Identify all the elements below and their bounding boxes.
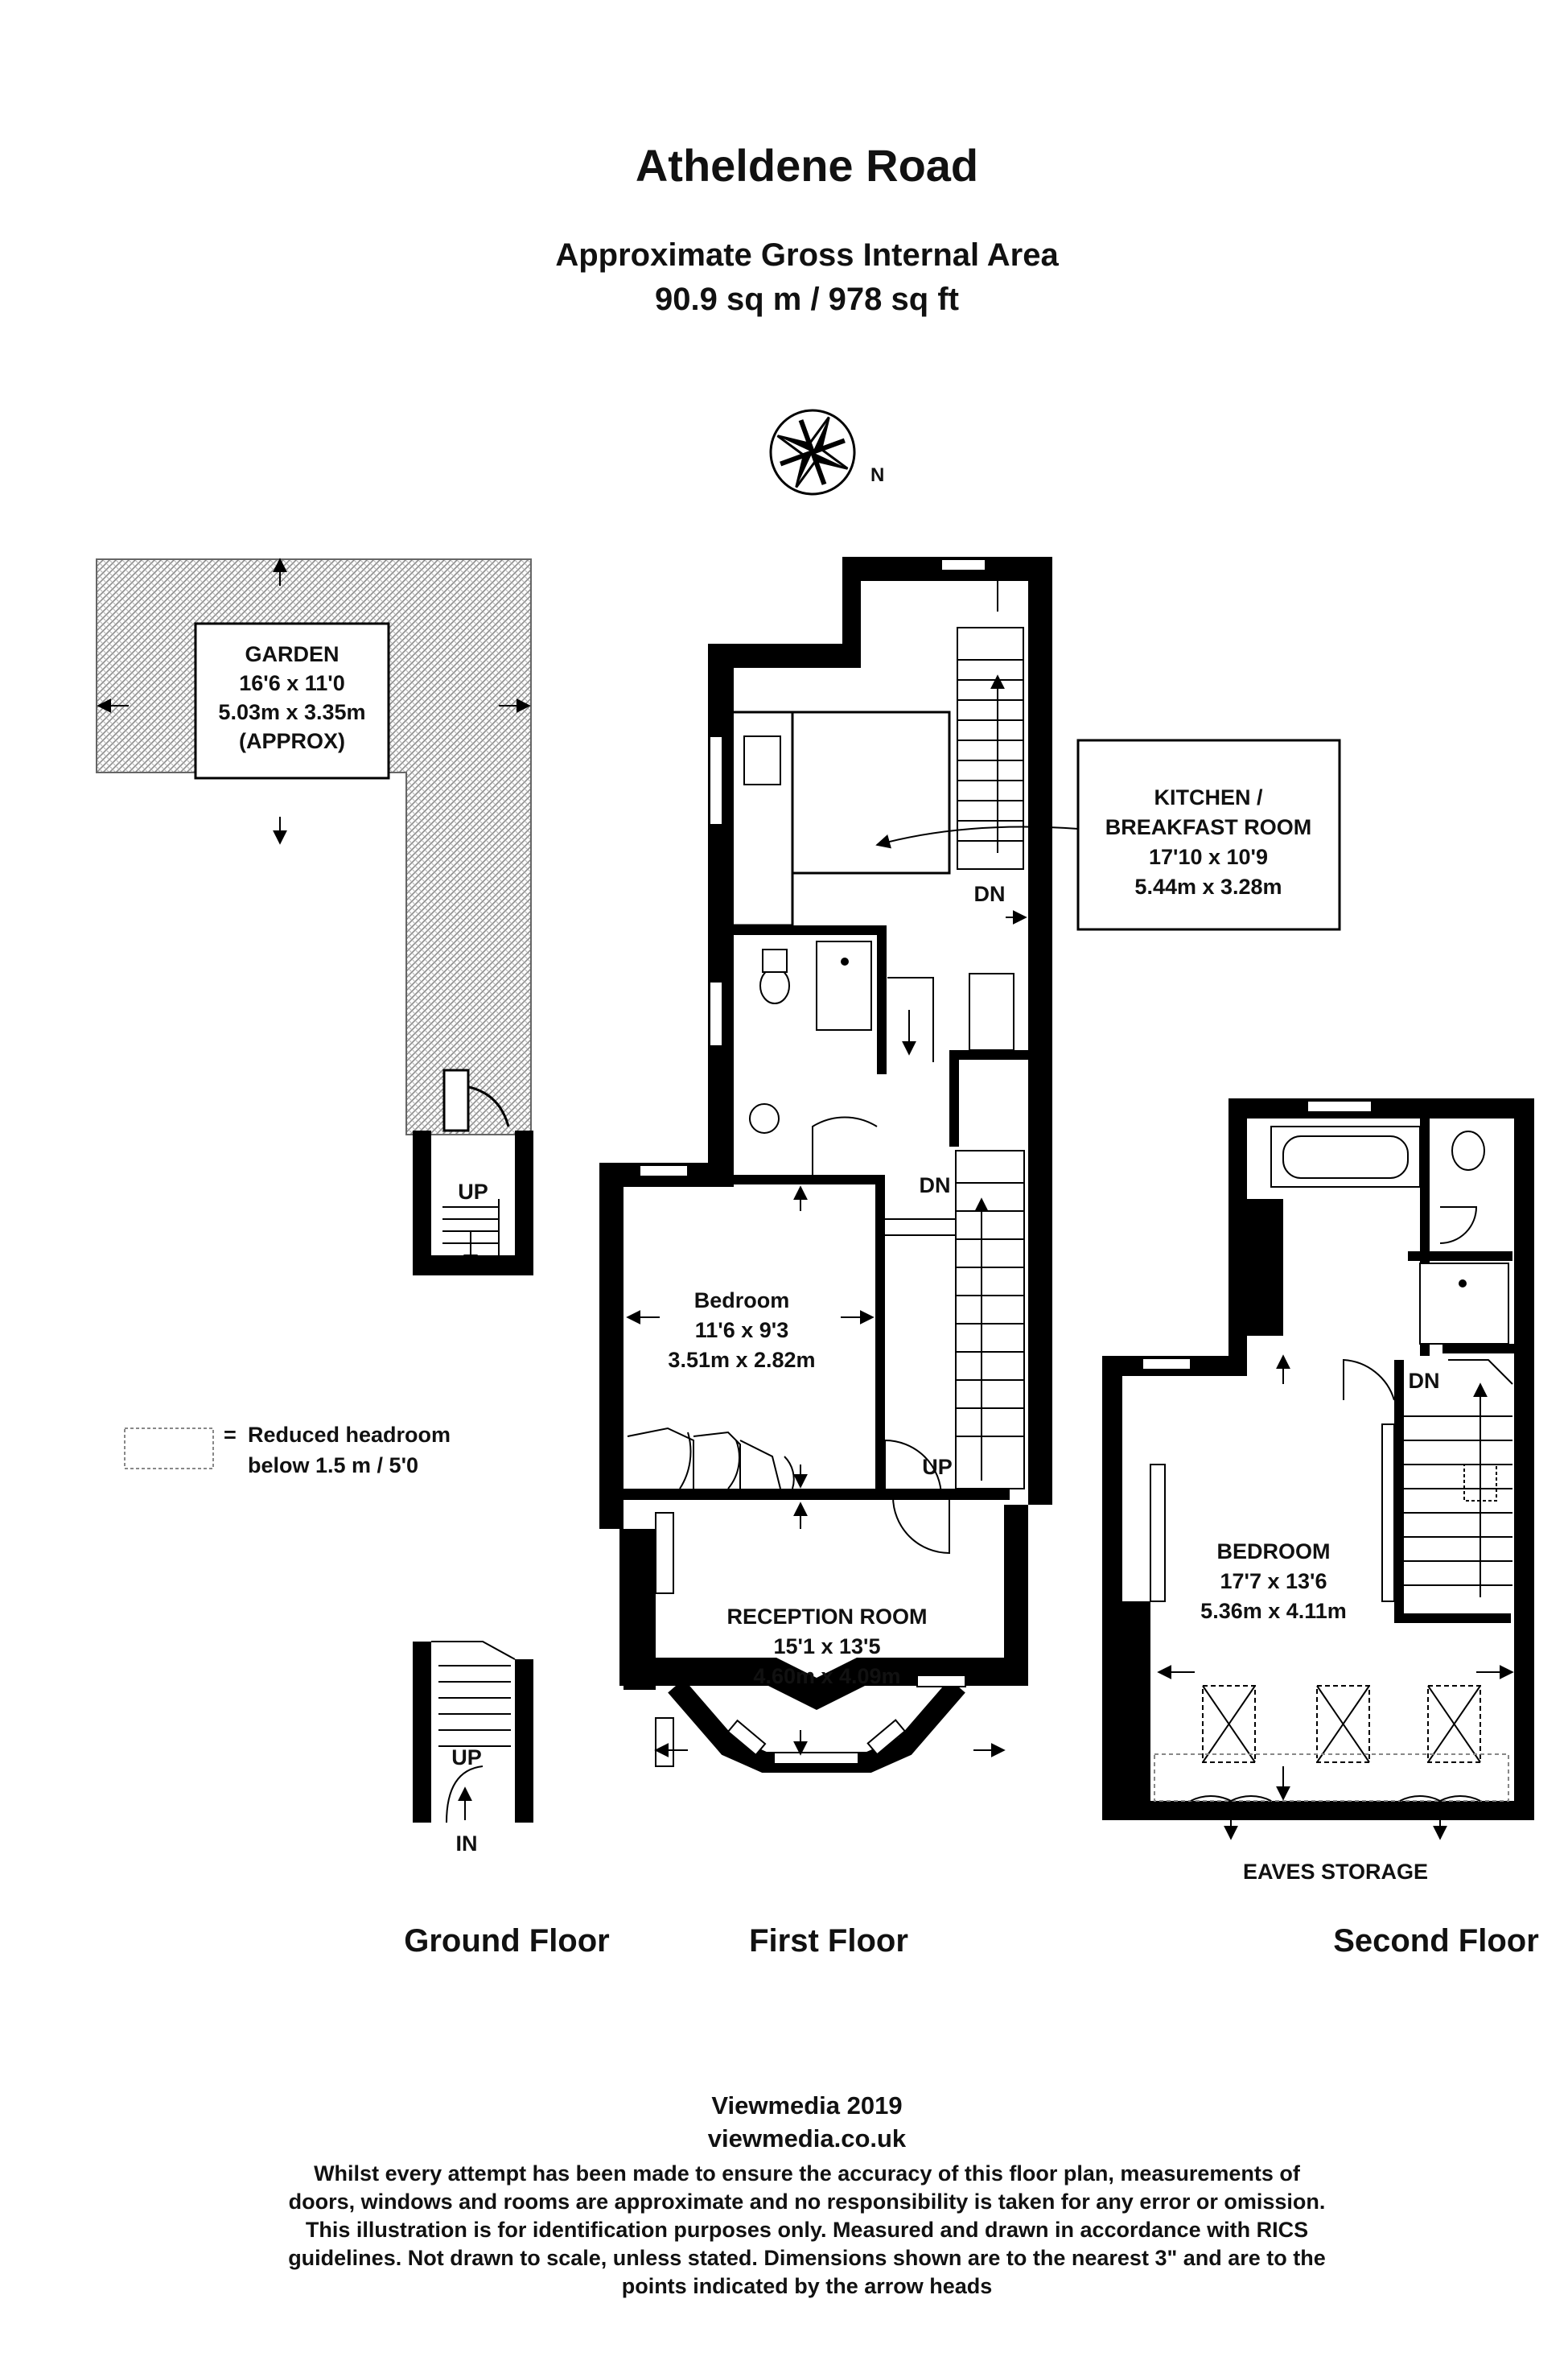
bedroom-metric: 3.51m x 2.82m [668,1348,815,1372]
plan-title: Atheldene Road [636,140,978,191]
footer-brand: Viewmedia 2019 [711,2091,902,2120]
compass-north-label: N [870,464,884,486]
compass-rose-icon [769,409,856,496]
legend-equals: = [224,1423,237,1447]
kitchen-imperial: 17'10 x 10'9 [1149,845,1268,869]
kitchen-stair-dn-label: DN [974,882,1006,906]
reduced-headroom-swatch [124,1428,214,1469]
ground-entry-up-label: UP [451,1745,482,1769]
second-stair-dn-label: DN [1409,1369,1440,1393]
area-label: Approximate Gross Internal Area [555,237,1059,273]
area-value: 90.9 sq m / 978 sq ft [655,282,959,317]
kitchen-metric: 5.44m x 3.28m [1134,875,1282,899]
garden-note: (APPROX) [239,729,345,753]
garden-metric: 5.03m x 3.35m [218,700,365,724]
footer-disclaimer-line-2: doors, windows and rooms are approximate… [289,2190,1326,2214]
bedroom-name: Bedroom [694,1288,790,1312]
footer-disclaimer-line-4: guidelines. Not drawn to scale, unless s… [288,2246,1326,2270]
footer-disclaimer-line-3: This illustration is for identification … [306,2218,1308,2242]
legend-line-2: below 1.5 m / 5'0 [248,1453,418,1477]
footer-disclaimer-line-1: Whilst every attempt has been made to en… [314,2161,1301,2186]
kitchen-name-line-2: BREAKFAST ROOM [1105,815,1312,839]
kitchen-name-line-1: KITCHEN / [1154,785,1263,810]
first-floor-label: First Floor [749,1923,908,1959]
entrance-in-label: IN [456,1831,478,1856]
legend-line-1: Reduced headroom [248,1423,451,1447]
garden-imperial: 16'6 x 11'0 [239,671,344,695]
footer-site: viewmedia.co.uk [708,2124,907,2153]
second-bedroom-metric: 5.36m x 4.11m [1200,1599,1347,1623]
bedroom-imperial: 11'6 x 9'3 [695,1318,788,1342]
landing-dn-label: DN [920,1173,951,1197]
second-floor-plan: DN BEDROOM 17'7 x 13'6 5.36m x 4.11m [1102,1098,1534,1840]
eaves-storage-label: EAVES STORAGE [1243,1860,1428,1884]
second-floor-label: Second Floor [1333,1923,1539,1959]
reception-metric: 4.60m x 4.09m [753,1664,900,1688]
second-bedroom-imperial: 17'7 x 13'6 [1220,1569,1327,1593]
ground-floor-plan: GARDEN 16'6 x 11'0 5.03m x 3.35m (APPROX… [96,558,533,1856]
ground-stair-up-label: UP [458,1180,488,1204]
ground-floor-label: Ground Floor [404,1923,610,1959]
reception-name: RECEPTION ROOM [726,1605,927,1629]
first-floor-plan: DN KITCHEN / BREAKFAST ROOM 17'10 x 10'9… [599,557,1341,1773]
footer-disclaimer-line-5: points indicated by the arrow heads [622,2274,993,2298]
garden-name: GARDEN [245,642,339,666]
second-bedroom-name: BEDROOM [1217,1539,1331,1563]
reception-imperial: 15'1 x 13'5 [774,1634,881,1658]
